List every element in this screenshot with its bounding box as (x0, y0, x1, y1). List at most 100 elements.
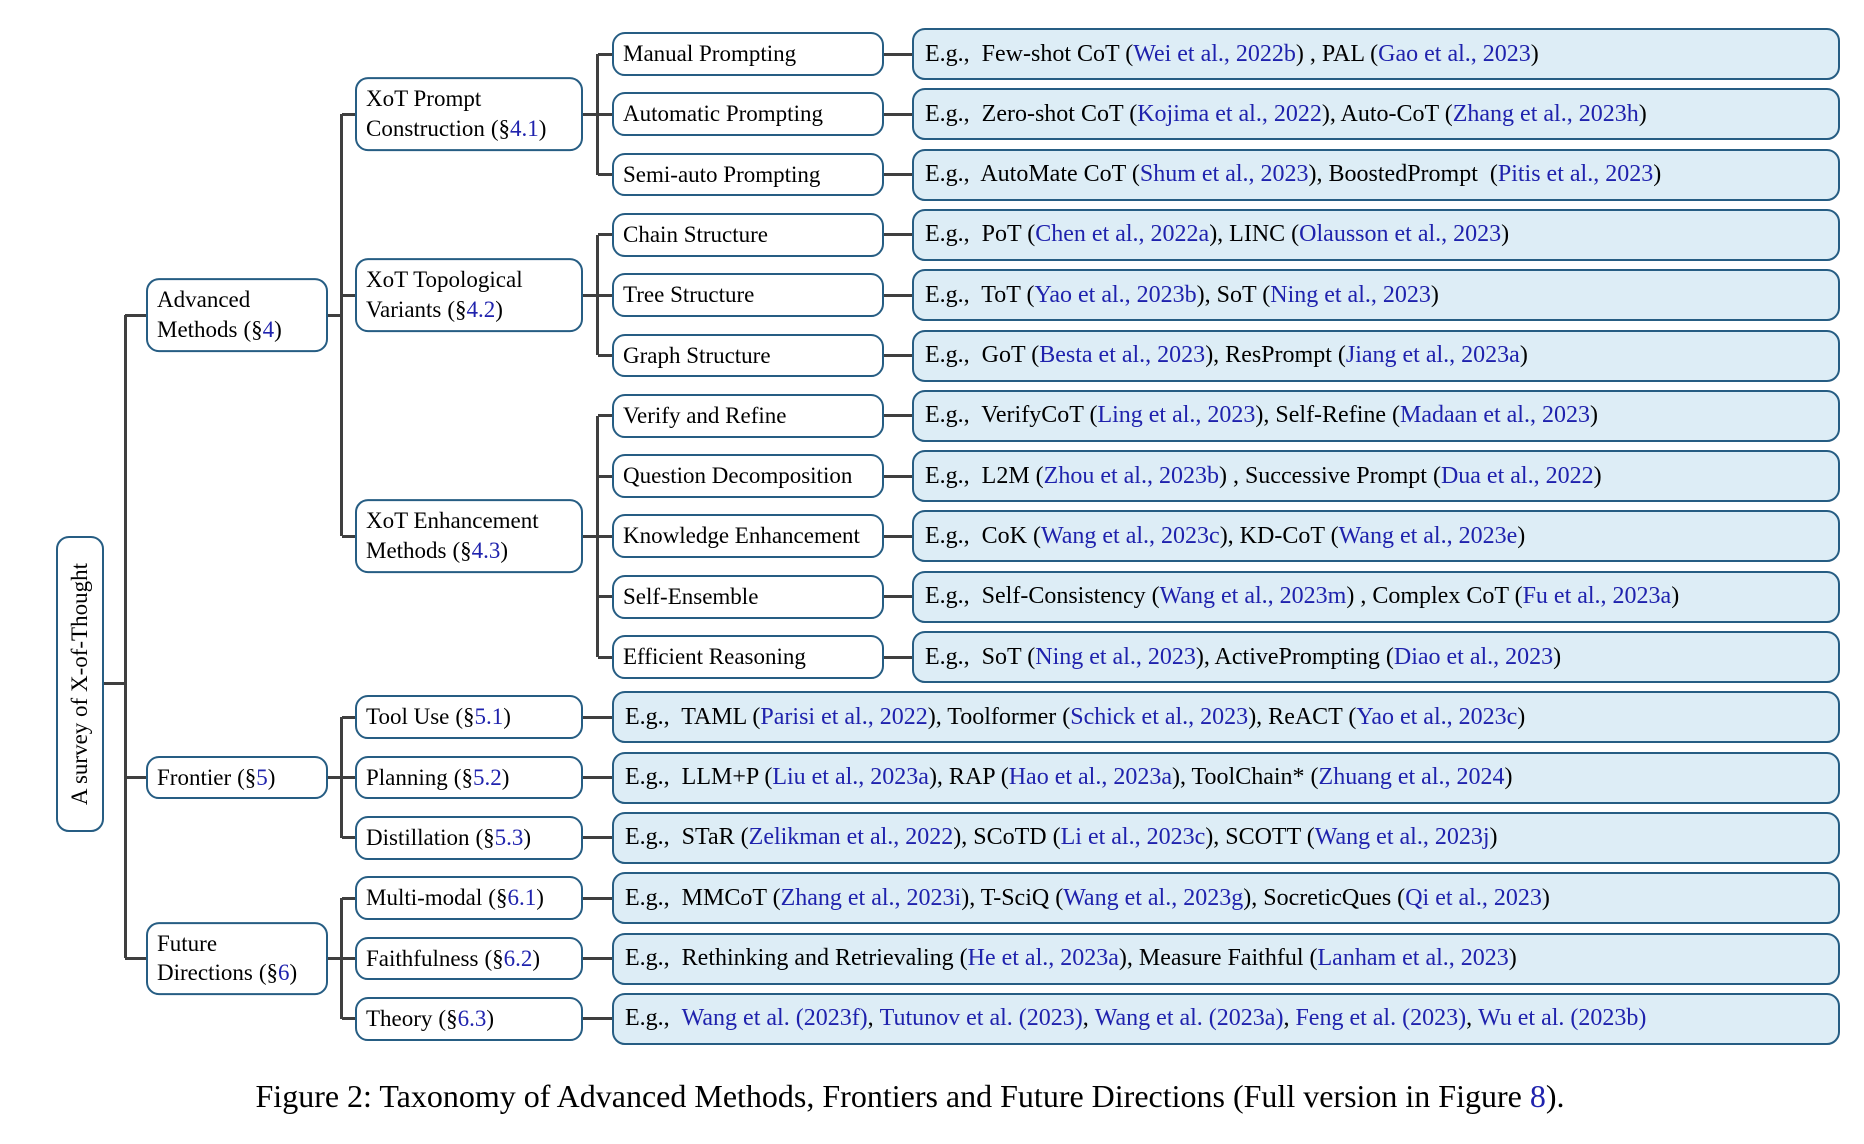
citation-link[interactable]: Gao et al., 2023 (1378, 40, 1531, 67)
citation-link[interactable]: Parisi et al., 2022 (760, 703, 928, 730)
citation-link[interactable]: Pitis et al., 2023 (1497, 161, 1654, 188)
connector-line (328, 776, 342, 780)
section-link[interactable]: 6.3 (457, 1005, 487, 1031)
citation-link[interactable]: Kojima et al., 2022 (1137, 100, 1322, 127)
node-label: Faithfulness (366, 945, 479, 971)
section-ref-close: ) (267, 764, 276, 790)
section-link[interactable]: 5.1 (474, 704, 504, 730)
citation-link[interactable]: Shum et al., 2023 (1139, 161, 1309, 188)
citation-link[interactable]: Wang et al. (2023f) (681, 1005, 868, 1032)
section-ref-close: ) (536, 885, 544, 911)
connector-line (341, 957, 355, 960)
connector-line (341, 293, 355, 297)
figure-ref-link[interactable]: 8 (1529, 1078, 1546, 1114)
citation-link[interactable]: Zhang et al., 2023h (1452, 100, 1639, 127)
example-text: ), SocreticQues ( (1243, 884, 1406, 911)
citation-link[interactable]: Lanham et al., 2023 (1317, 945, 1509, 971)
citation-link[interactable]: Ning et al., 2023 (1035, 643, 1196, 670)
citation-link[interactable]: Olausson et al., 2023 (1299, 221, 1502, 248)
citation-link[interactable]: Ning et al., 2023 (1270, 281, 1431, 308)
citation-link[interactable]: Madaan et al., 2023 (1400, 402, 1590, 429)
example-text: ) (1508, 945, 1517, 971)
citation-link[interactable]: Wang et al., 2023c (1041, 522, 1220, 549)
node-label: Advanced Methods (157, 287, 251, 343)
citation-link[interactable]: Fu et al., 2023a (1522, 583, 1672, 610)
connector-line (597, 233, 612, 237)
citation-link[interactable]: Wang et al., 2023j (1314, 824, 1490, 851)
section-ref-close: ) (501, 764, 510, 790)
section-link[interactable]: 6 (277, 960, 290, 986)
citation-link[interactable]: Wu et al. (2023b) (1478, 1005, 1647, 1032)
example-text: ), Toolformer ( (927, 703, 1071, 730)
section-ref-open: (§ (452, 538, 472, 564)
example-text: ), ActivePrompting ( (1195, 643, 1394, 670)
examples-planning: E.g., LLM+P (Liu et al., 2023a), RAP (Ha… (612, 751, 1840, 804)
citation-link[interactable]: Li et al., 2023c (1060, 824, 1206, 851)
section-ref-open: (§ (488, 885, 508, 911)
connector-line (597, 112, 612, 116)
citation-link[interactable]: Liu et al., 2023a (772, 764, 929, 791)
citation-link[interactable]: Wang et al. (2023a) (1094, 1005, 1284, 1032)
section-ref-close: ) (274, 317, 282, 343)
section-link[interactable]: 5.2 (472, 764, 502, 790)
connector-line (123, 315, 127, 959)
citation-link[interactable]: Dua et al., 2022 (1440, 462, 1594, 489)
connector-line (341, 715, 355, 719)
examples-chain-structure: E.g., PoT (Chen et al., 2022a), LINC (Ol… (912, 208, 1840, 261)
node-label: Self-Ensemble (623, 583, 759, 609)
section-link[interactable]: 4.3 (471, 538, 501, 564)
citation-link[interactable]: Chen et al., 2022a (1035, 221, 1210, 248)
citation-link[interactable]: Wang et al., 2023e (1338, 522, 1518, 549)
example-text: ) (1430, 281, 1439, 308)
citation-link[interactable]: Wei et al., 2022b (1133, 40, 1296, 67)
citation-link[interactable]: Schick et al., 2023 (1070, 703, 1249, 730)
node-label: Planning (366, 764, 448, 790)
citation-link[interactable]: Hao et al., 2023a (1008, 764, 1172, 791)
citation-link[interactable]: Besta et al., 2023 (1039, 342, 1206, 368)
connector-line (583, 776, 612, 780)
citation-link[interactable]: Zhang et al., 2023i (780, 884, 962, 911)
example-text: E.g., VerifyCoT ( (925, 402, 1098, 429)
citation-link[interactable]: Jiang et al., 2023a (1345, 342, 1520, 368)
citation-link[interactable]: Zhou et al., 2023b (1043, 462, 1219, 489)
citation-link[interactable]: Ling et al., 2023 (1097, 402, 1256, 429)
section-link[interactable]: 4.1 (510, 116, 539, 142)
section-link[interactable]: 4 (262, 317, 275, 343)
example-text: E.g., (625, 1005, 682, 1032)
citation-link[interactable]: Qi et al., 2023 (1405, 884, 1542, 911)
citation-link[interactable]: He et al., 2023a (967, 945, 1119, 971)
section-link[interactable]: 5 (256, 764, 268, 790)
citation-link[interactable]: Zelikman et al., 2022 (748, 824, 954, 851)
node-label: XoT Prompt Construction (366, 86, 485, 142)
node-tree-structure: Tree Structure (612, 273, 884, 318)
connector-line (884, 595, 912, 599)
section-link[interactable]: 5.3 (494, 824, 524, 850)
section-link[interactable]: 6.1 (507, 885, 537, 911)
citation-link[interactable]: Wang et al., 2023g (1063, 884, 1244, 911)
connector-line (597, 414, 612, 418)
connector-line (597, 293, 612, 297)
caption-text-suffix: ). (1545, 1078, 1565, 1114)
connector-line (884, 173, 912, 177)
section-ref-open: (§ (484, 945, 504, 971)
citation-link[interactable]: Yao et al., 2023b (1034, 281, 1197, 308)
examples-automatic-prompting: E.g., Zero-shot CoT (Kojima et al., 2022… (912, 88, 1840, 141)
citation-link[interactable]: Feng et al. (2023) (1295, 1005, 1467, 1032)
citation-link[interactable]: Wang et al., 2023m (1159, 583, 1347, 610)
citation-link[interactable]: Diao et al., 2023 (1393, 643, 1554, 670)
example-text: E.g., Few-shot CoT ( (925, 40, 1134, 67)
section-link[interactable]: 4.2 (466, 297, 496, 323)
example-text: ) (1517, 703, 1526, 730)
connector-line (125, 776, 146, 780)
citation-link[interactable]: Zhuang et al., 2024 (1318, 764, 1505, 791)
citation-link[interactable]: Yao et al., 2023c (1356, 703, 1518, 730)
example-text: ) (1501, 221, 1510, 248)
example-text: ) (1489, 824, 1498, 851)
citation-link[interactable]: Tutunov et al. (2023) (879, 1005, 1083, 1032)
node-label: Distillation (366, 824, 470, 850)
root-label: A survey of X-of-Thought (67, 562, 93, 805)
node-semi-auto-prompting: Semi-auto Prompting (612, 152, 884, 197)
examples-semi-auto-prompting: E.g., AutoMate CoT (Shum et al., 2023), … (912, 148, 1840, 201)
node-label: Theory (366, 1005, 433, 1031)
section-link[interactable]: 6.2 (503, 945, 533, 971)
